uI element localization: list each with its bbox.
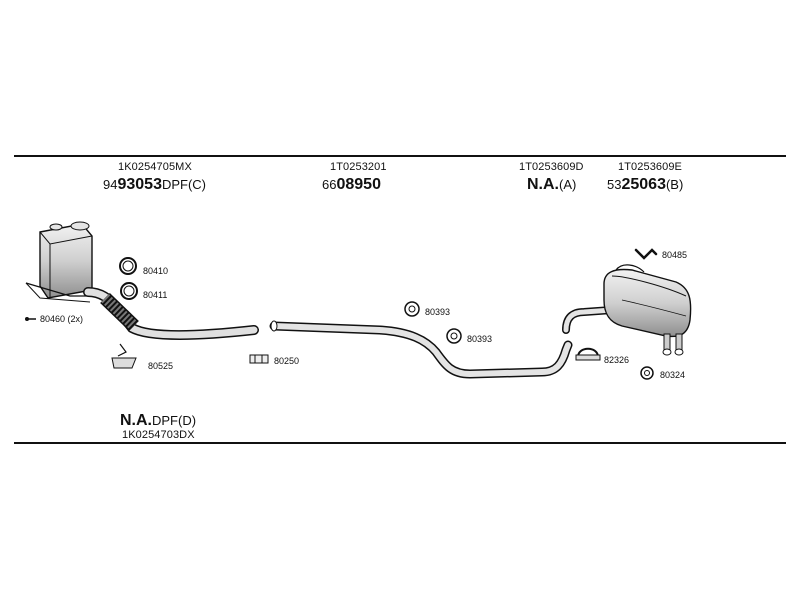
hanger-icon: [634, 248, 658, 260]
callout-80525: 80525: [148, 361, 173, 371]
callout-80460: 80460 (2x): [40, 314, 83, 324]
top-rule: [14, 155, 786, 157]
callout-80410: 80410: [143, 266, 168, 276]
callout-80485: 80485: [662, 250, 687, 260]
callout-80393-upper: 80393: [425, 307, 450, 317]
middle-pipe-part: [269, 320, 573, 379]
part-suffix: DPF(D): [152, 413, 197, 428]
part-main: N.A.: [527, 176, 559, 193]
callout-80393-lower: 80393: [467, 334, 492, 344]
clamp-icon: [249, 354, 269, 364]
oem-number-rear-silencer-b: 1T0253609E: [618, 161, 682, 173]
part-suffix: (B): [665, 177, 684, 192]
part-number-rear-silencer-b: 5325063(B): [607, 176, 683, 194]
part-suffix: (A): [559, 177, 577, 192]
part-main: 08950: [336, 176, 381, 193]
bracket-icon: [111, 343, 137, 369]
part-prefix: 53: [607, 177, 622, 192]
part-number-front-pipe: 9493053DPF(C): [103, 176, 206, 194]
oem-number-rear-silencer-a: 1T0253609D: [519, 161, 584, 173]
gasket-ring-icon: [120, 282, 138, 300]
rear-silencer-part: [562, 264, 692, 356]
part-number-middle-pipe: 6608950: [322, 176, 381, 194]
front-pipe-part: [83, 287, 259, 340]
bottom-rule: [14, 442, 786, 444]
oem-number-middle-pipe: 1T0253201: [330, 161, 387, 173]
part-suffix: DPF(C): [161, 177, 207, 192]
part-prefix: 66: [322, 177, 337, 192]
part-main: 93053: [117, 176, 162, 193]
oem-number-front-pipe: 1K0254705MX: [118, 161, 192, 173]
rubber-mount-icon: [404, 301, 420, 317]
part-main: 25063: [621, 176, 666, 193]
callout-82326: 82326: [604, 355, 629, 365]
oem-number-dpf-d: 1K0254703DX: [122, 429, 195, 441]
pipe-clamp-icon: [575, 347, 601, 361]
part-number-rear-silencer-a: N.A.(A): [527, 176, 576, 194]
callout-80250: 80250: [274, 356, 299, 366]
gasket-ring-icon: [119, 257, 137, 275]
callout-80411: 80411: [143, 290, 167, 300]
rubber-mount-icon: [446, 328, 462, 344]
rubber-mount-icon: [640, 366, 654, 380]
part-prefix: 94: [103, 177, 118, 192]
callout-80324: 80324: [660, 370, 685, 380]
part-number-dpf-d: N.A.DPF(D): [120, 412, 196, 430]
part-main: N.A.: [120, 412, 152, 429]
dpf-converter-part: [25, 221, 99, 303]
bolt-icon: [25, 317, 36, 321]
